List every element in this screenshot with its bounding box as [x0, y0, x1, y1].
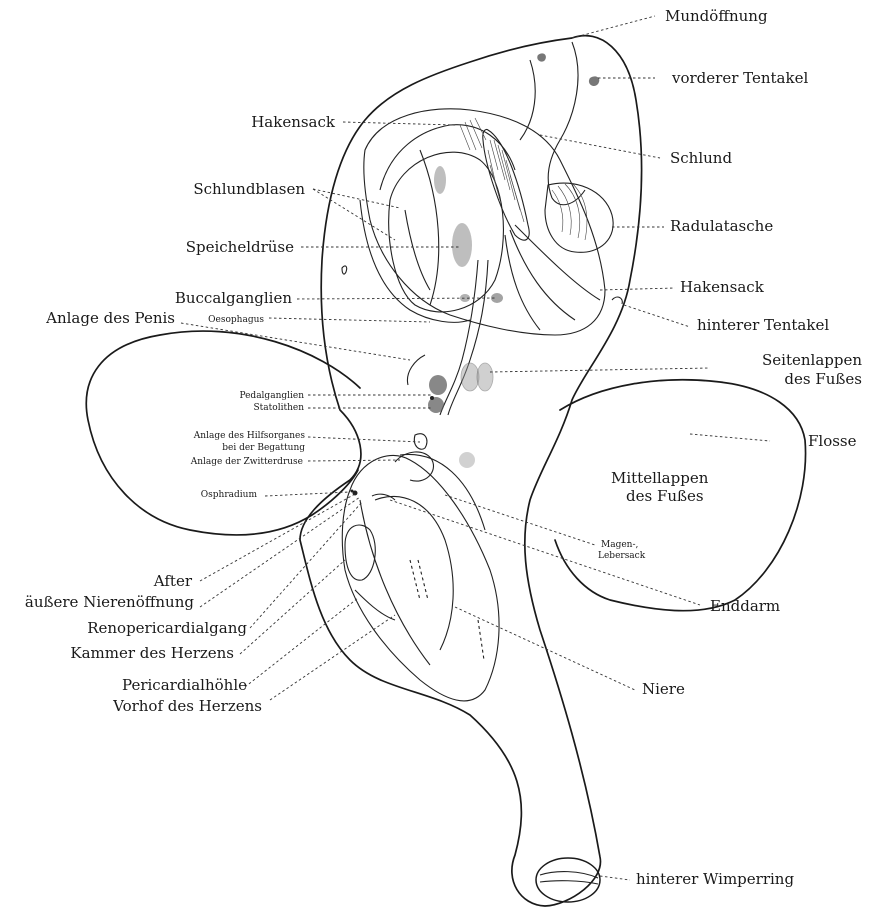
label-magen-1: Magen-,	[601, 540, 638, 550]
label-magen-2: Lebersack	[598, 551, 646, 561]
label-enddarm: Enddarm	[710, 597, 780, 615]
kidney	[375, 496, 453, 650]
label-speicheldruese: Speicheldrüse	[186, 238, 294, 256]
pericardial-cavity	[355, 590, 395, 620]
label-pedalganglien: Pedalganglien	[239, 391, 304, 401]
label-mundoeffnung: Mundöffnung	[665, 7, 768, 25]
label-seitenlappen-1: Seitenlappen	[762, 351, 862, 369]
side-lobes	[461, 363, 493, 391]
label-hilfsorgan-2: bei der Begattung	[222, 443, 305, 453]
label-after: After	[153, 572, 193, 590]
label-mittellappen-1: Mittellappen	[611, 469, 709, 487]
label-radulatasche: Radulatasche	[670, 217, 773, 235]
label-kammer: Kammer des Herzens	[70, 644, 234, 662]
label-flosse: Flosse	[808, 432, 857, 450]
label-statolithen: Statolithen	[254, 403, 305, 413]
salivary-gland	[434, 166, 472, 267]
label-niere: Niere	[642, 680, 685, 698]
label-buccalganglien: Buccalganglien	[175, 289, 293, 307]
radula-sac	[545, 183, 613, 252]
body-outline	[300, 36, 642, 906]
label-oesophagus: Oesophagus	[208, 315, 264, 325]
pharynx	[548, 42, 585, 205]
label-vorhof: Vorhof des Herzens	[112, 697, 262, 715]
label-hinterer-tentakel: hinterer Tentakel	[697, 316, 829, 334]
penis-anlage	[407, 355, 425, 385]
label-wimperring: hinterer Wimperring	[636, 870, 794, 888]
label-hilfsorgan-1: Anlage des Hilfsorganes	[193, 431, 306, 441]
hook-sac-spindle	[483, 129, 529, 240]
label-schlund: Schlund	[670, 149, 732, 167]
accessory-organ	[414, 434, 427, 450]
label-renopericardialgang: Renopericardialgang	[87, 619, 247, 637]
label-anlage-penis: Anlage des Penis	[45, 309, 175, 327]
label-hakensack-top: Hakensack	[251, 113, 336, 131]
middle-lobe	[459, 452, 475, 468]
front-tentacle	[589, 76, 599, 86]
label-mittellappen-2: des Fußes	[626, 487, 704, 505]
osphradium-dot	[351, 490, 354, 493]
label-seitenlappen-2: des Fußes	[784, 370, 862, 388]
rear-tentacle	[612, 297, 622, 304]
label-osphradium: Osphradium	[201, 490, 258, 500]
ciliary-ring	[536, 858, 600, 902]
label-pericardialhoehle: Pericardialhöhle	[122, 676, 247, 694]
pedal-ganglion	[429, 375, 447, 395]
heart-ventricle	[345, 525, 375, 580]
label-hakensack-right: Hakensack	[680, 278, 765, 296]
label-vorderer-tentakel: vorderer Tentakel	[671, 69, 808, 87]
label-nierenoeffnung: äußere Nierenöffnung	[25, 593, 194, 611]
label-zwitterdruse: Anlage der Zwitterdruse	[190, 457, 303, 467]
oesophagus	[440, 260, 478, 415]
label-schlundblasen: Schlundblasen	[193, 180, 305, 198]
